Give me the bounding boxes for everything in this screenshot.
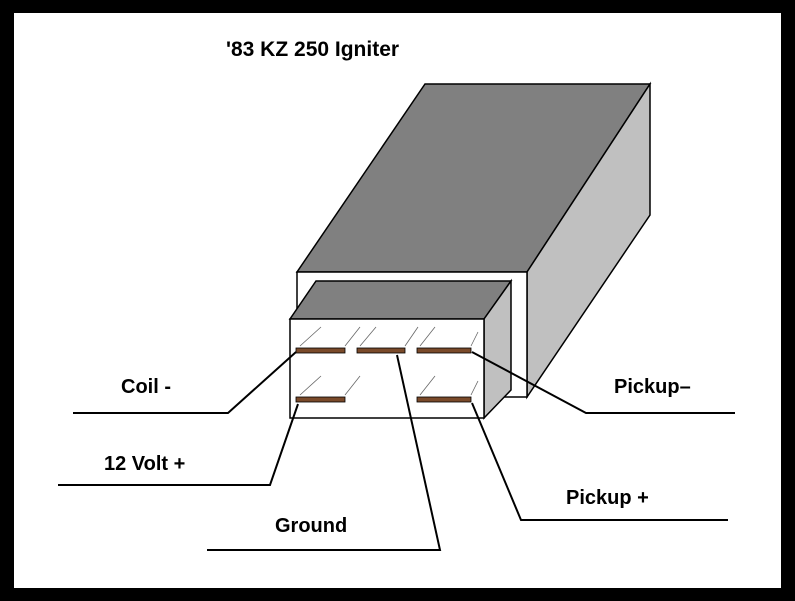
leader-12volt-pos bbox=[58, 403, 299, 486]
label-pickup-neg: Pickup– bbox=[614, 376, 691, 398]
label-ground: Ground bbox=[275, 515, 347, 537]
diagram-title: '83 KZ 250 Igniter bbox=[226, 38, 399, 61]
terminal-hatching bbox=[299, 326, 479, 396]
label-pickup-pos: Pickup + bbox=[566, 487, 649, 509]
terminal-pickup-pos bbox=[416, 396, 472, 403]
leader-pickup-neg bbox=[471, 351, 735, 414]
terminal-12volt-pos bbox=[295, 396, 346, 403]
label-coil-neg: Coil - bbox=[121, 376, 171, 398]
leader-pickup-pos bbox=[471, 402, 728, 521]
leader-coil-neg bbox=[73, 351, 297, 414]
terminal-ground bbox=[356, 347, 406, 354]
leader-ground bbox=[207, 354, 442, 551]
connector-top-face bbox=[288, 280, 513, 320]
connector-front-face bbox=[289, 318, 485, 419]
terminal-pickup-neg bbox=[416, 347, 472, 354]
terminal-coil-neg bbox=[295, 347, 346, 354]
label-12volt-pos: 12 Volt + bbox=[104, 453, 185, 475]
